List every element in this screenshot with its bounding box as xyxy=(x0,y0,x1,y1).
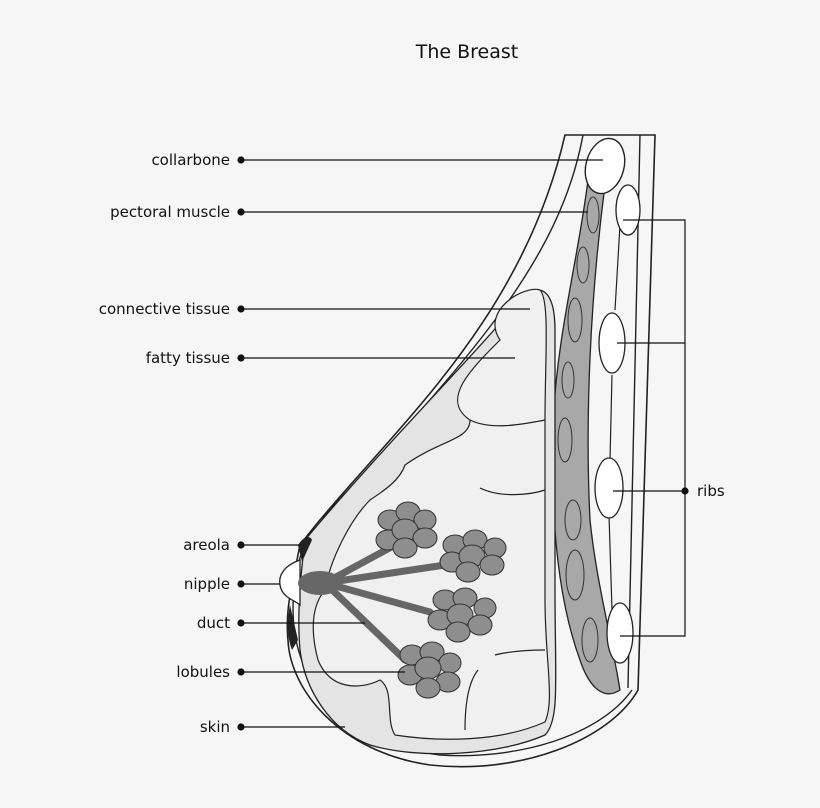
rib-3 xyxy=(594,457,624,519)
lobule-cluster-4 xyxy=(397,641,462,699)
label-ribs: ribs xyxy=(697,482,725,500)
lobule-cluster-2 xyxy=(439,529,507,583)
diagram-title: The Breast xyxy=(415,41,519,63)
septa xyxy=(464,419,546,731)
collarbone-bone xyxy=(584,137,626,195)
label-pectoral-muscle: pectoral muscle xyxy=(110,203,230,221)
lobules xyxy=(375,501,507,699)
areola xyxy=(287,537,312,650)
label-skin: skin xyxy=(200,718,230,736)
nipple-shape xyxy=(279,559,301,607)
duct-hub xyxy=(298,571,342,595)
chest-wall-line xyxy=(627,134,641,689)
label-connective-tissue: connective tissue xyxy=(99,300,230,318)
lobule-cluster-1 xyxy=(375,501,438,559)
leader-lines xyxy=(237,156,689,731)
label-fatty-tissue: fatty tissue xyxy=(146,349,230,367)
label-areola: areola xyxy=(183,536,230,554)
rib-1 xyxy=(615,184,641,236)
label-nipple: nipple xyxy=(184,575,230,593)
label-collarbone: collarbone xyxy=(151,151,230,169)
label-lobules: lobules xyxy=(176,663,230,681)
lobule-cluster-3 xyxy=(427,587,497,643)
rib-4 xyxy=(606,602,634,664)
rib-chain xyxy=(608,224,621,611)
muscle-fibers xyxy=(557,196,600,663)
label-duct: duct xyxy=(197,614,230,632)
